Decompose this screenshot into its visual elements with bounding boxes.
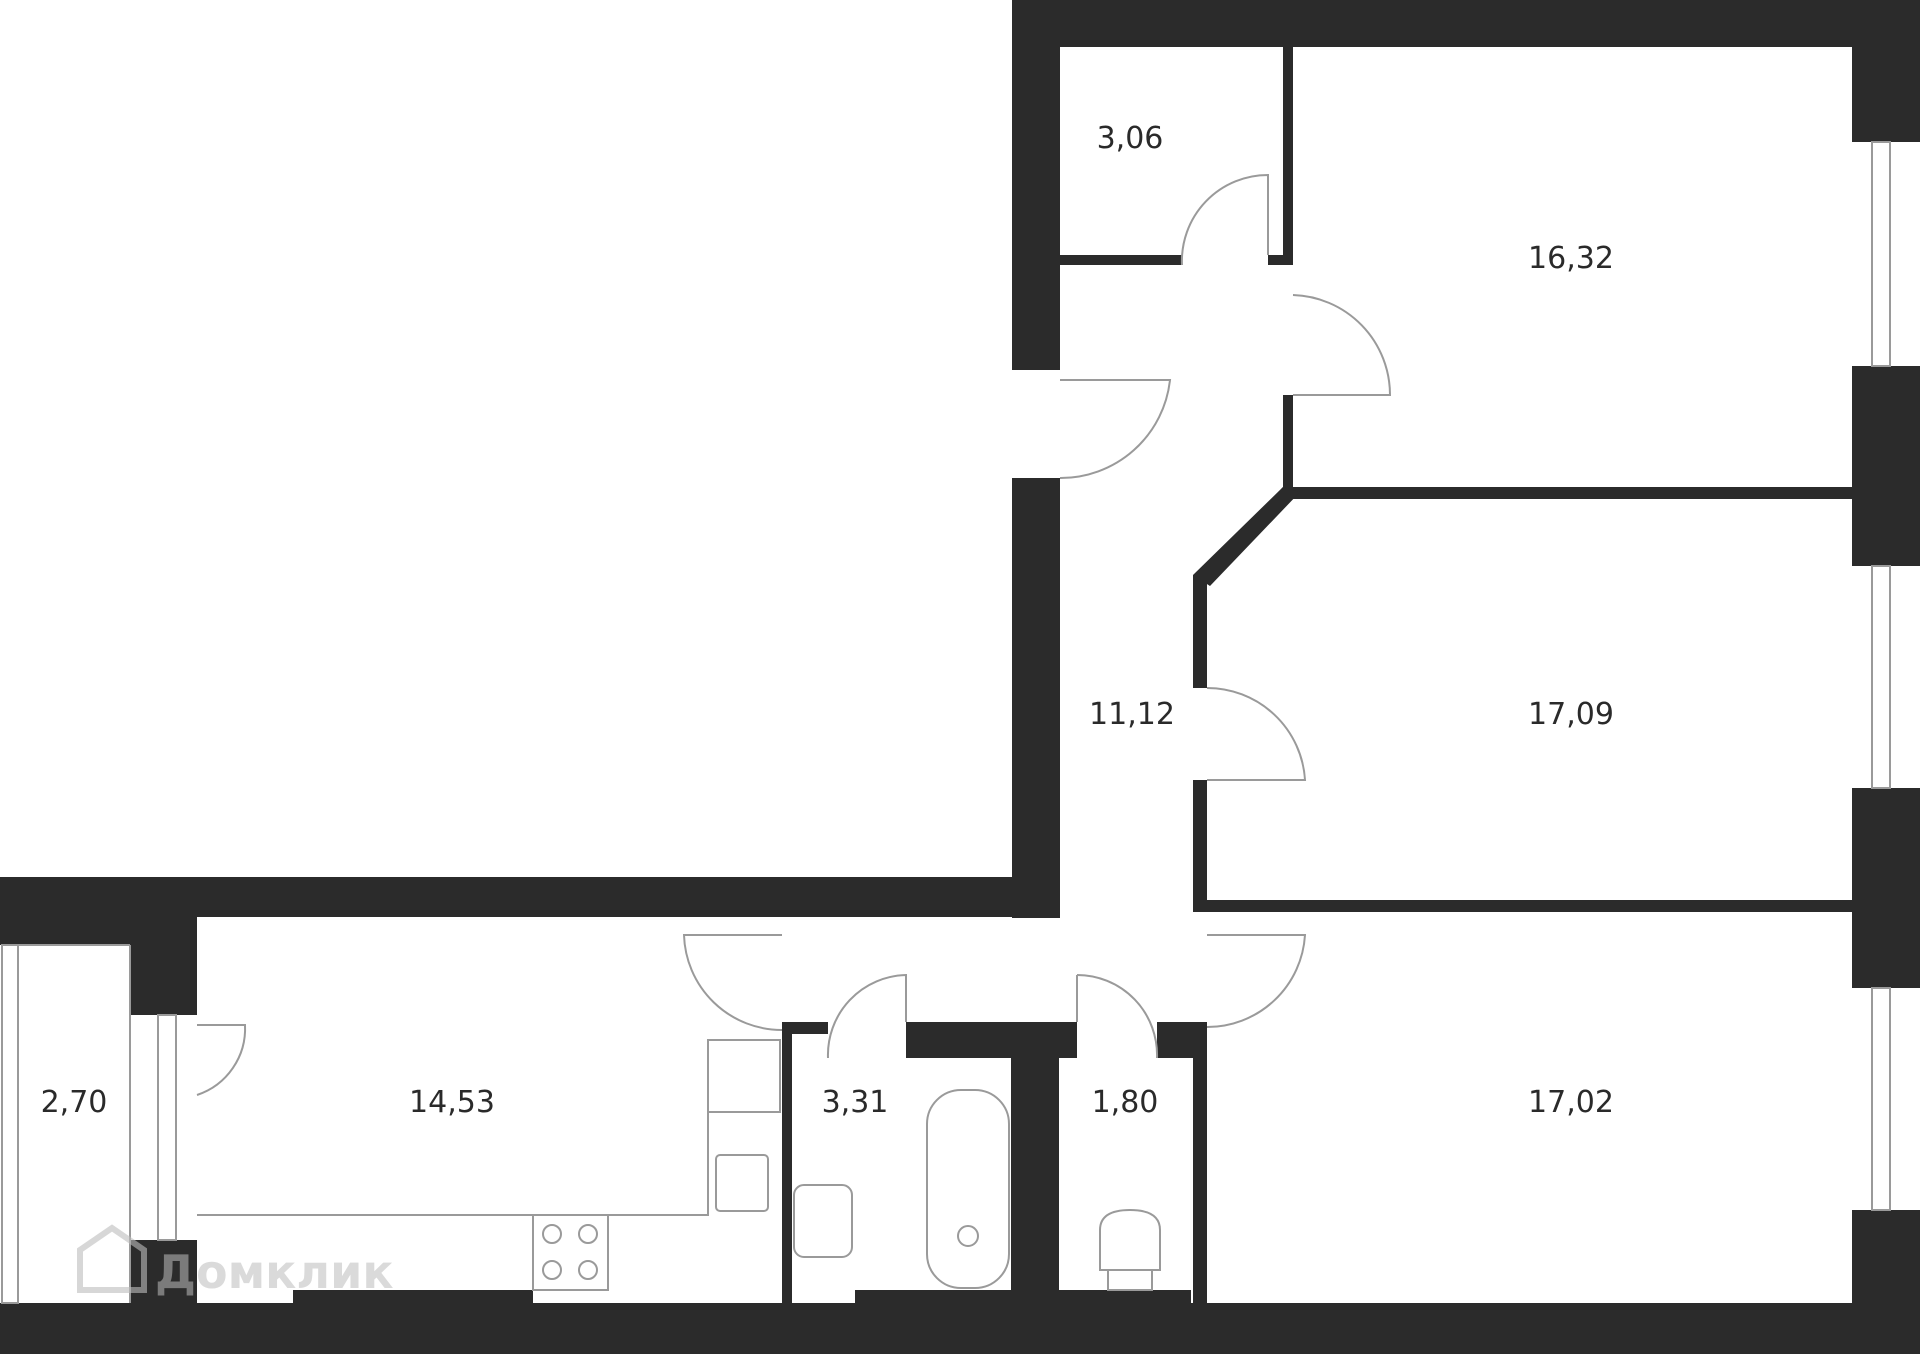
toilet-tank xyxy=(1107,1269,1153,1291)
wall-right-pier-2 xyxy=(1852,788,1920,988)
wall-kitchen-top xyxy=(195,877,782,915)
burner-2 xyxy=(578,1224,598,1244)
stove xyxy=(532,1214,609,1291)
door-kitchen[interactable] xyxy=(682,934,783,1031)
wall-bedroom-divider-2 xyxy=(1193,900,1852,912)
door-bedroom-middle[interactable] xyxy=(1206,686,1307,781)
wall-right-pier-1 xyxy=(1852,366,1920,566)
wall-between-bath-toilet xyxy=(1011,1022,1059,1307)
window-bedroom-bottom xyxy=(1871,987,1891,1211)
door-toilet[interactable] xyxy=(1076,974,1159,1059)
toilet-bowl xyxy=(1099,1208,1161,1271)
door-bedroom-top[interactable] xyxy=(1292,294,1392,396)
wall-bedroom2-left-lower xyxy=(1193,780,1207,910)
wall-storage-right xyxy=(1283,47,1293,265)
room-area-bedroom-top: 16,32 xyxy=(1528,241,1614,276)
door-storage[interactable] xyxy=(1180,173,1269,266)
watermark: Домклик xyxy=(77,1224,394,1299)
room-area-toilet: 1,80 xyxy=(1092,1085,1159,1120)
room-area-storage: 3,06 xyxy=(1097,121,1164,156)
windows xyxy=(1,141,1891,1304)
wall-bottom-bath xyxy=(855,1290,1011,1354)
bath-drain xyxy=(957,1225,979,1247)
wall-lower-top-c xyxy=(782,877,1060,917)
room-area-hallway: 11,12 xyxy=(1089,697,1175,732)
door-bathroom[interactable] xyxy=(826,973,907,1059)
kitchen-counter xyxy=(197,1039,780,1216)
window-bedroom-middle xyxy=(1871,565,1891,789)
wall-bottom-kitchen xyxy=(293,1290,533,1354)
wall-left-upper xyxy=(1012,0,1060,370)
wall-top xyxy=(1012,0,1920,47)
window-bedroom-top xyxy=(1871,141,1891,367)
wall-storage-bottom xyxy=(1060,255,1182,265)
watermark-text: Домклик xyxy=(155,1245,394,1299)
wall-bath-left xyxy=(782,1022,792,1307)
door-balcony[interactable] xyxy=(196,1024,247,1096)
wall-toilet-top-right xyxy=(1157,1022,1207,1058)
wall-top-stub xyxy=(782,905,792,917)
wall-diagonal-stroke xyxy=(1193,487,1300,586)
door-bedroom-bottom[interactable] xyxy=(1206,934,1307,1029)
room-labels: 3,06 16,32 11,12 17,09 17,02 14,53 2,70 … xyxy=(41,121,1614,1120)
wall-bedroom3-left xyxy=(1193,1027,1207,1307)
wall-bath-top-left xyxy=(782,1022,828,1034)
house-logo-icon xyxy=(77,1224,147,1293)
wall-right-top xyxy=(1852,0,1920,142)
burner-3 xyxy=(542,1260,562,1280)
wall-balcony-pier xyxy=(130,877,197,1015)
wall-bedroom1-left-lower xyxy=(1283,395,1293,495)
burner-1 xyxy=(542,1224,562,1244)
window-balcony xyxy=(1,944,19,1304)
fridge xyxy=(707,1039,781,1113)
room-area-bathroom: 3,31 xyxy=(822,1085,889,1120)
room-area-kitchen: 14,53 xyxy=(409,1085,495,1120)
wall-left-lower xyxy=(1012,478,1060,918)
bathtub xyxy=(926,1089,1010,1289)
window-kitchen xyxy=(157,1014,177,1241)
burner-4 xyxy=(578,1260,598,1280)
wall-toilet-top-left xyxy=(1059,1022,1077,1058)
wall-bedroom-divider-1 xyxy=(1283,487,1852,499)
room-area-bedroom-middle: 17,09 xyxy=(1528,697,1614,732)
wall-bedroom2-left-upper xyxy=(1193,575,1207,688)
room-area-balcony: 2,70 xyxy=(41,1085,108,1120)
room-area-bedroom-bottom: 17,02 xyxy=(1528,1085,1614,1120)
doors xyxy=(196,173,1392,1096)
door-entrance[interactable] xyxy=(1059,379,1172,480)
kitchen-sink xyxy=(715,1154,769,1212)
wall-storage-bottom-right xyxy=(1268,255,1283,265)
wall-bottom-toilet xyxy=(1059,1290,1191,1354)
bathroom-sink xyxy=(793,1184,853,1258)
